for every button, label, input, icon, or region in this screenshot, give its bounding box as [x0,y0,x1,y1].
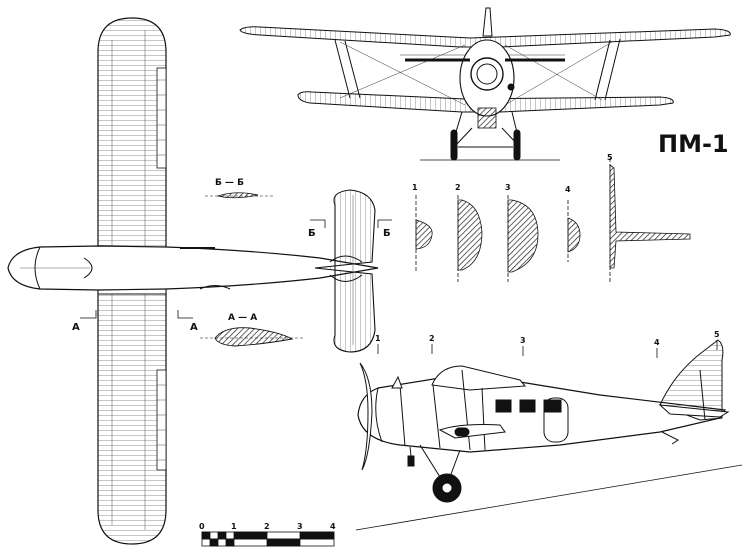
front-view [239,7,731,161]
section-number-2: 2 [455,183,461,192]
scale-label-3: 3 [297,522,303,531]
plan-stabilizer [314,189,376,353]
section-label-a-right: А [190,322,198,333]
plan-aileron-lower [156,369,167,471]
scale-label-2: 2 [264,522,270,531]
side-view [355,339,743,531]
front-wheel-right [513,129,521,161]
station-number-1: 1 [375,334,381,343]
scale-label-4: 4 [330,522,336,531]
ground-line [355,464,743,531]
front-fin [482,7,493,37]
station-number-5: 5 [714,330,720,339]
front-cowling [470,57,504,91]
station-ticks [377,340,718,358]
section-title-aa: А — А [228,313,257,323]
side-fin [659,339,724,421]
fuselage-sections [415,158,691,282]
front-upper-wing [239,26,731,48]
plan-aileron-upper [156,67,167,169]
station-number-2: 2 [429,334,435,343]
section-label-a-left: А [72,322,80,333]
section-markers-b [310,219,392,228]
aircraft-title: ПМ-1 [658,130,729,158]
scale-label-0: 0 [199,522,205,531]
airfoil-section-aa [214,327,294,347]
section-number-4: 4 [565,185,571,194]
scale-bar [201,531,335,547]
section-label-b-left: Б [308,228,316,239]
station-number-3: 3 [520,336,526,345]
section-number-3: 3 [505,183,511,192]
front-wheel-left [450,129,458,161]
section-title-bb: Б — Б [215,178,244,188]
station-number-4: 4 [654,338,660,347]
scale-label-1: 1 [231,522,237,531]
airfoil-section-bb [216,192,259,199]
section-markers-a [80,310,193,319]
side-propeller [359,362,373,471]
plan-view [7,17,379,545]
section-number-1: 1 [412,183,418,192]
section-label-b-right: Б [383,228,391,239]
section-number-5: 5 [607,153,613,162]
